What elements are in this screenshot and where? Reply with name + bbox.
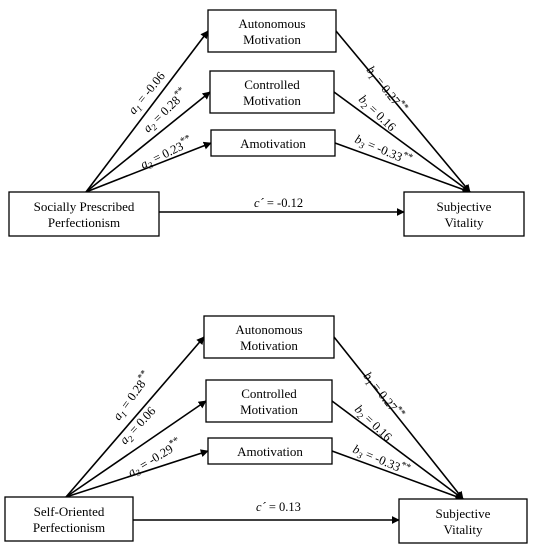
c-path-label: c´ = -0.12 bbox=[254, 196, 303, 210]
autonomous-motivation-box-frame bbox=[207, 9, 337, 53]
c-path-label: c´ = 0.13 bbox=[256, 500, 301, 514]
predictor-box-line1: Socially Prescribed bbox=[34, 199, 135, 214]
autonomous-motivation-box-line1: Autonomous bbox=[238, 16, 305, 31]
outcome-box-frame bbox=[403, 191, 525, 237]
controlled-motivation-box-line1: Controlled bbox=[241, 386, 297, 401]
b-path-arrow-2 bbox=[333, 91, 471, 193]
b-path-label-3: b3 = -0.33** bbox=[352, 130, 414, 170]
mediation-model-2: Self-OrientedPerfectionismAutonomousMoti… bbox=[4, 315, 528, 544]
controlled-motivation-box-frame bbox=[205, 379, 333, 423]
amotivation-box-frame bbox=[207, 437, 333, 465]
outcome-box-line2: Vitality bbox=[444, 522, 483, 537]
predictor-box-line2: Perfectionism bbox=[33, 520, 105, 535]
amotivation-box-line1: Amotivation bbox=[237, 444, 303, 459]
outcome-box-frame bbox=[398, 498, 528, 544]
b-path-arrow-2 bbox=[331, 400, 464, 500]
amotivation-box-line1: Amotivation bbox=[240, 136, 306, 151]
autonomous-motivation-box-frame bbox=[203, 315, 335, 359]
outcome-box-line2: Vitality bbox=[445, 215, 484, 230]
a-path-arrow-1 bbox=[85, 30, 209, 193]
a-path-arrow-2 bbox=[85, 91, 211, 193]
predictor-box-frame bbox=[8, 191, 160, 237]
a-path-arrow-3 bbox=[65, 449, 209, 498]
controlled-motivation-box-line2: Motivation bbox=[240, 402, 298, 417]
b-path-arrow-1 bbox=[333, 336, 464, 500]
controlled-motivation-box-line2: Motivation bbox=[243, 93, 301, 108]
predictor-box-frame bbox=[4, 496, 134, 542]
predictor-box-line1: Self-Oriented bbox=[34, 504, 105, 519]
a-path-arrow-3 bbox=[85, 141, 212, 193]
a-path-arrow-2 bbox=[65, 400, 207, 498]
outcome-box-line1: Subjective bbox=[437, 199, 492, 214]
predictor-box-line2: Perfectionism bbox=[48, 215, 120, 230]
autonomous-motivation-box-line1: Autonomous bbox=[235, 322, 302, 337]
amotivation-box: Amotivation bbox=[207, 437, 333, 465]
amotivation-box-frame bbox=[210, 129, 336, 157]
autonomous-motivation-box-line2: Motivation bbox=[243, 32, 301, 47]
b-path-arrow-3 bbox=[331, 450, 464, 501]
b-path-label-3: b3 = -0.33** bbox=[350, 440, 412, 480]
amotivation-box: Amotivation bbox=[210, 129, 336, 157]
controlled-motivation-box-frame bbox=[209, 70, 335, 114]
a-path-arrow-1 bbox=[65, 336, 205, 498]
outcome-box-line1: Subjective bbox=[436, 506, 491, 521]
b-path-arrow-3 bbox=[334, 142, 471, 194]
b-path-arrow-1 bbox=[335, 30, 471, 193]
controlled-motivation-box-line1: Controlled bbox=[244, 77, 300, 92]
autonomous-motivation-box-line2: Motivation bbox=[240, 338, 298, 353]
